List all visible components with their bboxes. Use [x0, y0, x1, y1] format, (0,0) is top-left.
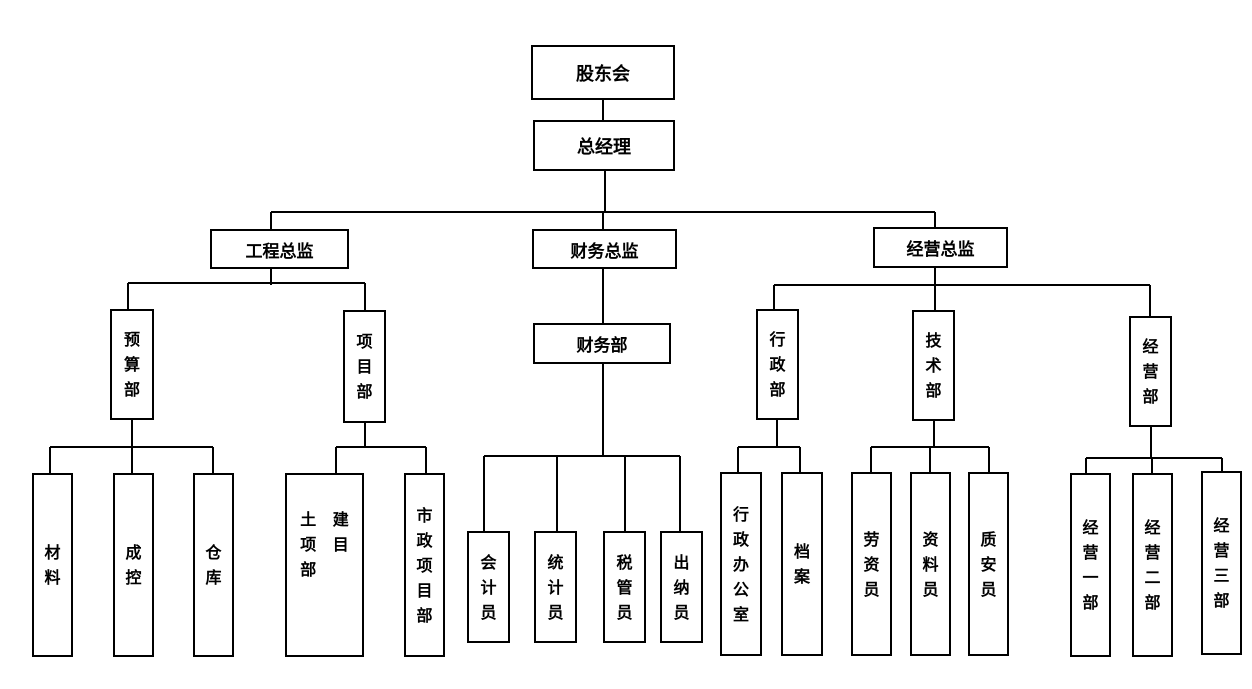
unit-records-officer-box: 资料员: [910, 472, 951, 656]
tech-dept-label: 技术部: [925, 331, 942, 400]
unit-cost-control-label: 成控: [125, 543, 142, 587]
unit-archives-box: 档案: [781, 472, 823, 656]
unit-warehouse-box: 仓库: [193, 473, 234, 657]
unit-warehouse-label: 仓库: [205, 543, 222, 587]
unit-cashier-box: 出纳员: [660, 531, 703, 643]
unit-statistician-label: 统计员: [547, 552, 564, 622]
civil-project-label-group: 土项部 建目: [299, 507, 350, 582]
unit-civil-project-label-left: 土项部: [300, 510, 317, 579]
business-dept-label: 经营部: [1142, 337, 1159, 406]
shareholders-meeting-box: 股东会: [531, 45, 675, 100]
admin-dept-box: 行政部: [756, 309, 799, 420]
unit-records-officer-label: 资料员: [922, 529, 939, 599]
unit-business-1-label: 经营一部: [1082, 518, 1099, 612]
general-manager-label: 总经理: [577, 136, 631, 158]
unit-business-3-box: 经营三部: [1201, 471, 1242, 655]
unit-cashier-label: 出纳员: [673, 552, 690, 622]
budget-dept-box: 预算部: [110, 309, 154, 420]
project-dept-label: 项目部: [356, 332, 373, 401]
unit-tax-officer-box: 税管员: [603, 531, 646, 643]
unit-admin-office-label: 行政办公室: [732, 504, 749, 624]
unit-municipal-project-label: 市政项目部: [416, 505, 433, 625]
operations-director-box: 经营总监: [873, 227, 1008, 268]
unit-payroll-officer-label: 劳资员: [863, 529, 880, 599]
unit-materials-box: 材料: [32, 473, 73, 657]
engineering-director-label: 工程总监: [245, 241, 314, 262]
engineering-director-box: 工程总监: [210, 229, 349, 269]
unit-business-2-box: 经营二部: [1132, 473, 1173, 657]
unit-business-1-box: 经营一部: [1070, 473, 1111, 657]
unit-tax-officer-label: 税管员: [616, 552, 633, 622]
budget-dept-label: 预算部: [123, 330, 140, 399]
unit-materials-label: 材料: [44, 543, 61, 587]
unit-accountant-label: 会计员: [480, 552, 497, 622]
unit-civil-project-box: 土项部 建目: [285, 473, 364, 657]
finance-dept-label: 财务部: [576, 336, 628, 356]
unit-admin-office-box: 行政办公室: [720, 472, 762, 656]
tech-dept-box: 技术部: [912, 310, 955, 421]
unit-quality-safety-officer-label: 质安员: [980, 529, 997, 599]
unit-quality-safety-officer-box: 质安员: [968, 472, 1009, 656]
unit-business-3-label: 经营三部: [1213, 516, 1230, 610]
business-dept-box: 经营部: [1129, 316, 1172, 427]
unit-archives-label: 档案: [793, 542, 810, 586]
unit-municipal-project-box: 市政项目部: [404, 473, 445, 657]
finance-director-box: 财务总监: [532, 229, 677, 269]
shareholders-meeting-label: 股东会: [576, 63, 630, 85]
finance-dept-box: 财务部: [533, 323, 671, 364]
unit-business-2-label: 经营二部: [1144, 518, 1161, 612]
project-dept-box: 项目部: [343, 310, 386, 423]
finance-director-label: 财务总监: [570, 241, 639, 262]
unit-statistician-box: 统计员: [534, 531, 577, 643]
unit-accountant-box: 会计员: [467, 531, 510, 643]
admin-dept-label: 行政部: [769, 330, 786, 399]
unit-payroll-officer-box: 劳资员: [851, 472, 892, 656]
unit-cost-control-box: 成控: [113, 473, 154, 657]
operations-director-label: 经营总监: [906, 240, 975, 260]
unit-civil-project-label-right: 建目: [332, 510, 349, 554]
general-manager-box: 总经理: [533, 120, 675, 171]
